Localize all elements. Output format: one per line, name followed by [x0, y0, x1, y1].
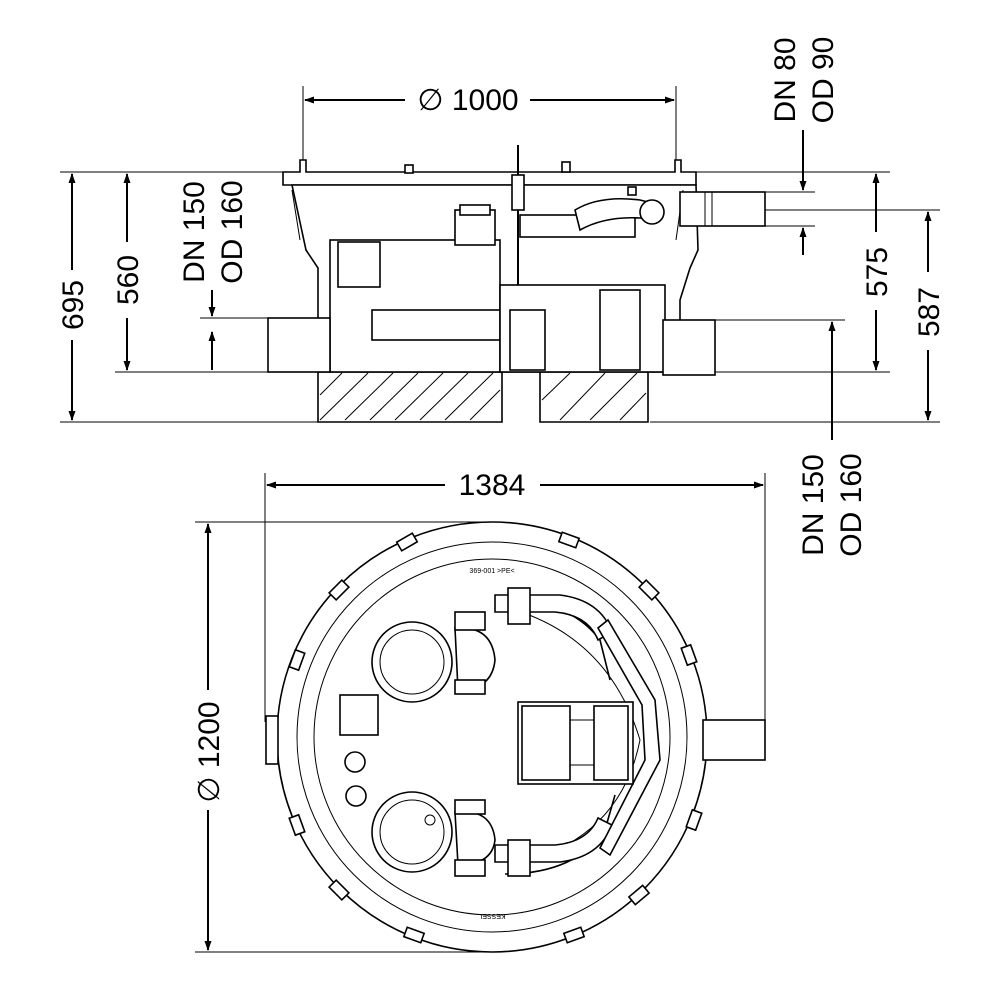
height-575-label: 575: [861, 247, 894, 297]
tank-interior: [313, 558, 671, 916]
right-pipe-dn-label: DN 150: [797, 454, 830, 556]
control-unit: [517, 701, 634, 785]
side-view: ∅ 1000 695 560 DN 150 OD 160 DN 80: [57, 37, 946, 557]
left-pipe-dn-label: DN 150: [178, 181, 211, 283]
label-plate: [339, 694, 379, 736]
dimension-height-587: 587: [650, 209, 946, 423]
height-587-label: 587: [913, 287, 946, 337]
lower-pump: [371, 791, 496, 877]
dimension-diameter-1200: ∅ 1200: [193, 521, 500, 953]
right-top-pipe: [679, 191, 766, 227]
sensor-port: [345, 785, 367, 807]
dimension-width-1384: 1384: [264, 469, 766, 732]
top-pipe-dimension: DN 80 OD 90: [765, 37, 840, 255]
dimension-diameter-1000: ∅ 1000: [302, 84, 677, 180]
top-pipe-dn-label: DN 80: [769, 37, 802, 122]
brand-label: KESSEL: [478, 912, 505, 919]
left-pipe-dimension: DN 150 OD 160: [178, 180, 275, 370]
width-1384-label: 1384: [459, 469, 526, 502]
plan-left-pipe-stub: [265, 715, 279, 765]
discharge-pipework: [494, 587, 661, 877]
height-695-label: 695: [57, 280, 90, 330]
part-code-label: 369-001 >PE<: [469, 568, 514, 575]
right-lower-pipe: [662, 319, 716, 376]
plan-view: 1384 ∅ 1200: [193, 469, 766, 953]
rim-lugs: [288, 531, 703, 944]
left-inlet-pipe: [267, 317, 331, 373]
plan-right-pipe: [702, 719, 766, 761]
base-hatch: [319, 372, 647, 421]
right-pipe-dimension: DN 150 OD 160: [715, 319, 868, 557]
top-pipe-od-label: OD 90: [807, 37, 840, 124]
dimension-height-695: 695: [57, 171, 320, 423]
vent-fitting: [344, 751, 366, 773]
height-560-label: 560: [112, 255, 145, 305]
left-pipe-od-label: OD 160: [216, 180, 249, 283]
dimension-height-575: 575: [690, 171, 894, 373]
tank-rim-inner: [296, 541, 688, 933]
tank-side-body: [282, 145, 699, 423]
diameter-top-label: ∅ 1000: [417, 84, 518, 117]
upper-pump: [371, 611, 496, 703]
right-pipe-od-label: OD 160: [835, 453, 868, 556]
diameter-1200-label: ∅ 1200: [193, 701, 226, 802]
